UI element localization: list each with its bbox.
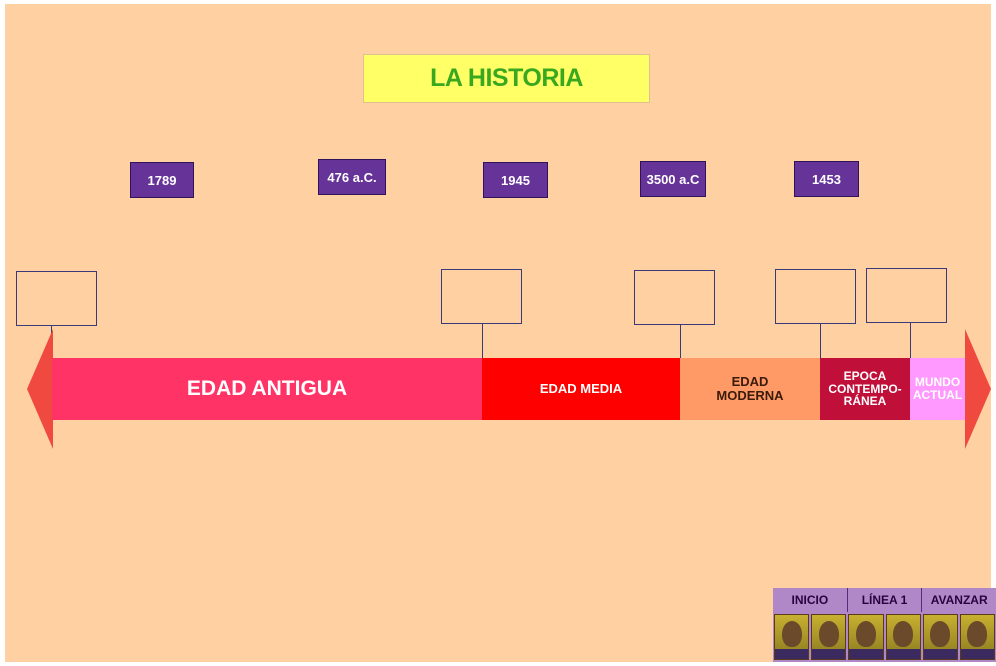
- date-drop-slot[interactable]: [634, 270, 715, 325]
- activity-canvas: [5, 4, 991, 662]
- portrait-thumbnail[interactable]: [848, 614, 884, 660]
- portrait-thumbnail[interactable]: [959, 614, 996, 660]
- timeline-left-arrowhead: [27, 329, 53, 449]
- era-epoca-contemporanea: EPOCA CONTEMPO- RÁNEA: [820, 358, 910, 420]
- navigation-thumbnails: [773, 612, 996, 662]
- portrait-thumbnail[interactable]: [774, 614, 810, 660]
- inicio-button[interactable]: INICIO: [773, 588, 848, 612]
- era-edad-moderna: EDAD MODERNA: [680, 358, 820, 420]
- date-card[interactable]: 1453: [794, 161, 859, 197]
- date-drop-slot[interactable]: [16, 271, 97, 326]
- date-drop-slot[interactable]: [866, 268, 947, 323]
- timeline-right-arrowhead: [965, 329, 991, 449]
- portrait-thumbnail[interactable]: [922, 614, 958, 660]
- date-card[interactable]: 1945: [483, 162, 548, 198]
- linea-button[interactable]: LÍNEA 1: [848, 588, 923, 612]
- date-drop-slot[interactable]: [441, 269, 522, 324]
- page-title: LA HISTORIA: [363, 54, 650, 103]
- portrait-thumbnail[interactable]: [885, 614, 921, 660]
- portrait-thumbnail[interactable]: [811, 614, 847, 660]
- avanzar-button[interactable]: AVANZAR: [930, 593, 988, 607]
- era-edad-antigua: EDAD ANTIGUA: [52, 358, 482, 420]
- era-edad-media: EDAD MEDIA: [482, 358, 680, 420]
- date-drop-slot[interactable]: [775, 269, 856, 324]
- date-card[interactable]: 3500 a.C: [640, 161, 706, 197]
- era-mundo-actual: MUNDO ACTUAL: [910, 358, 965, 420]
- date-card[interactable]: 1789: [130, 162, 194, 198]
- date-card[interactable]: 476 a.C.: [318, 159, 386, 195]
- navigation-bar: INICIO LÍNEA 1 AVANZAR: [773, 588, 996, 612]
